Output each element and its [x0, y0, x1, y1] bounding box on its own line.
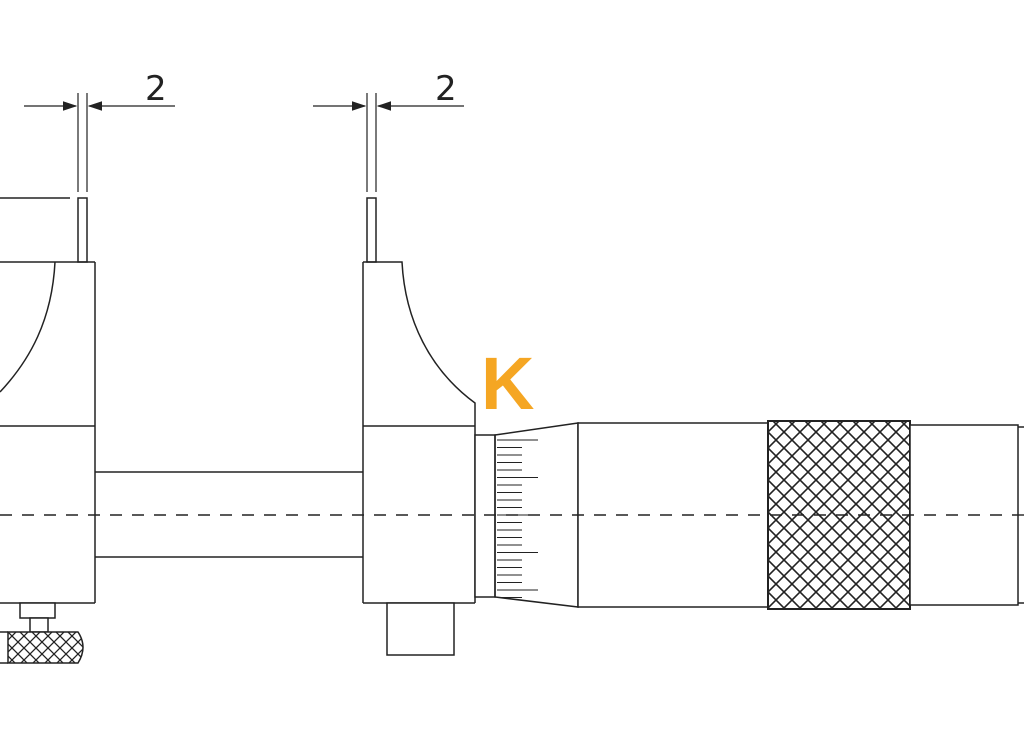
left-lock-knob	[0, 602, 84, 664]
right-jaw	[362, 197, 476, 604]
callout-label-k: K	[481, 342, 534, 425]
left-jaw	[0, 197, 96, 604]
thimble	[577, 422, 769, 608]
left-gap-label: 2	[145, 69, 167, 109]
scale-ticks	[497, 439, 538, 599]
right-gap-dimension: 2	[313, 69, 464, 192]
right-lock-block	[386, 602, 455, 656]
right-gap-label: 2	[435, 69, 457, 109]
connecting-rod	[95, 471, 363, 558]
left-gap-dimension: 2	[24, 69, 175, 192]
